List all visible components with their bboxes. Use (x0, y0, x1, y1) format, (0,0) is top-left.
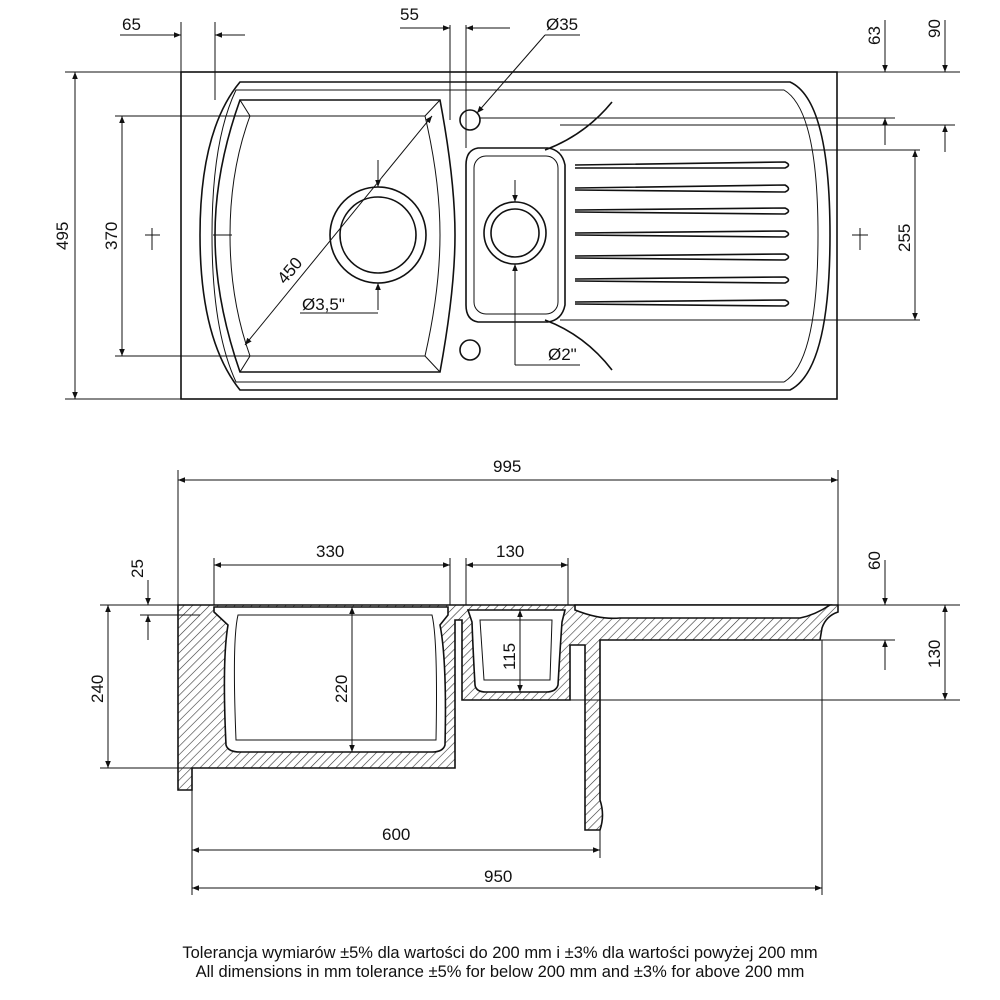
dim-255: 255 (895, 224, 914, 252)
dim-dia3-5in: Ø3,5" (302, 295, 345, 314)
tap-hole-top (459, 109, 481, 131)
dim-60: 60 (865, 551, 884, 570)
dim-90: 90 (925, 19, 944, 38)
tolerance-note-pl: Tolerancja wymiarów ±5% dla wartości do … (182, 944, 818, 962)
dim-995: 995 (493, 457, 521, 476)
top-view: 65 55 Ø35 63 90 495 370 (53, 5, 960, 400)
tap-hole-bottom (459, 339, 481, 361)
main-bowl (214, 99, 456, 373)
dim-240: 240 (88, 675, 107, 703)
dim-330: 330 (316, 542, 344, 561)
dim-950: 950 (484, 867, 512, 886)
section-view: 995 330 130 60 130 25 (88, 457, 960, 895)
dim-63: 63 (865, 26, 884, 45)
main-drain (329, 186, 427, 284)
dim-55: 55 (400, 5, 419, 24)
dim-130-width: 130 (496, 542, 524, 561)
dim-dia2in: Ø2" (548, 345, 577, 364)
dim-220: 220 (332, 675, 351, 703)
dim-115: 115 (500, 643, 519, 670)
tolerance-note-en: All dimensions in mm tolerance ±5% for b… (195, 963, 805, 981)
dim-600: 600 (382, 825, 410, 844)
dim-130-height: 130 (925, 640, 944, 668)
sink-outline (180, 71, 838, 400)
dim-450: 450 (274, 254, 307, 288)
dim-65: 65 (122, 15, 141, 34)
drainer-ribs (574, 161, 790, 307)
dim-25: 25 (128, 559, 147, 578)
dim-370: 370 (102, 222, 121, 250)
dim-495: 495 (53, 222, 72, 250)
small-drain (483, 201, 547, 265)
dim-dia35: Ø35 (546, 15, 578, 34)
